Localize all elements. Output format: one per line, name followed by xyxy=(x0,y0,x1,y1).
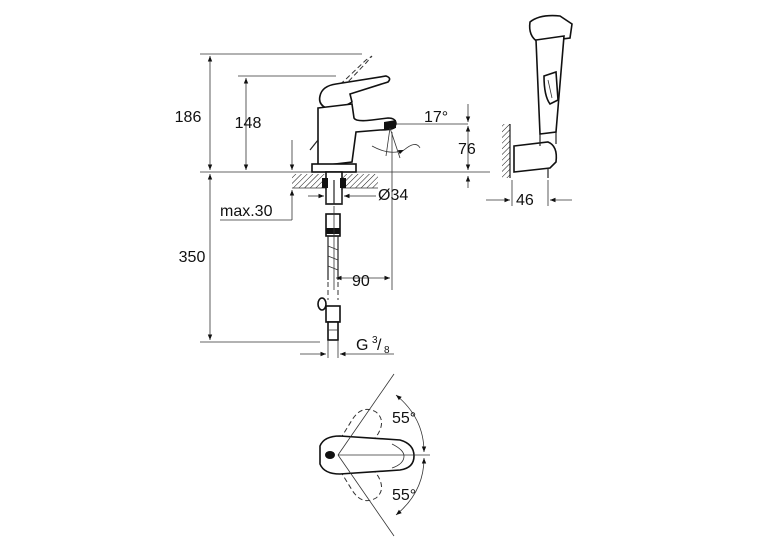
faucet-body xyxy=(317,103,397,167)
label-17-degrees: 17° xyxy=(424,109,448,126)
hose-braid xyxy=(327,245,339,271)
faucet-base xyxy=(311,163,357,173)
dim-height-spout: 148 xyxy=(235,75,336,170)
popup-rod xyxy=(309,139,319,151)
connection-nut xyxy=(327,321,339,341)
label-148: 148 xyxy=(235,115,262,132)
lever-pivot xyxy=(325,451,335,459)
angle-line-top xyxy=(337,373,395,456)
shower-head xyxy=(528,14,573,43)
dim-hose-length: 350 xyxy=(179,174,320,343)
hose-coupling-bottom xyxy=(325,305,341,323)
aerator xyxy=(384,120,396,130)
label-diameter-34: Ø34 xyxy=(378,187,408,204)
label-55-bottom: 55° xyxy=(392,487,416,504)
dim-max-thickness: max.30 xyxy=(220,140,295,221)
nut-left xyxy=(322,178,328,188)
label-g-num: 3 xyxy=(372,335,378,346)
label-46: 46 xyxy=(516,192,534,209)
lever-rotated-right-outline xyxy=(335,451,382,502)
dim-connection: G 3 / 8 xyxy=(300,335,394,358)
dim-angle-spout: 17° xyxy=(371,109,468,159)
angle-line-bottom xyxy=(337,454,395,537)
label-186: 186 xyxy=(175,109,202,126)
label-g-slash: / xyxy=(377,337,382,354)
lever-handle xyxy=(318,75,391,110)
hand-shower-side-view xyxy=(502,14,573,178)
wall-hatch xyxy=(502,124,510,178)
label-g-den: 8 xyxy=(384,345,390,356)
label-max-30: max.30 xyxy=(220,203,273,220)
faucet-top-view: 55° 55° xyxy=(319,373,430,537)
label-g: G xyxy=(356,337,368,354)
label-55-top: 55° xyxy=(392,410,416,427)
faucet-side-view xyxy=(200,55,490,341)
shower-holder xyxy=(513,141,558,173)
angle-arc-top xyxy=(395,394,427,453)
hose-ring xyxy=(326,228,340,234)
dim-height-total: 186 xyxy=(175,53,362,170)
shower-trigger xyxy=(543,70,559,106)
label-350: 350 xyxy=(179,249,206,266)
hose-tube xyxy=(327,236,339,280)
dim-shower-width: 46 xyxy=(486,180,572,209)
lever-rotated-left-outline xyxy=(335,408,382,459)
hose-break xyxy=(327,282,339,300)
lever-raised-outline xyxy=(321,55,373,107)
dim-reach: 90 xyxy=(333,132,393,290)
dim-hole-diameter: Ø34 xyxy=(308,187,408,204)
dim-height-outlet: 76 xyxy=(458,104,476,188)
nut-right xyxy=(340,178,346,188)
label-90: 90 xyxy=(352,273,370,290)
angle-arc-bottom xyxy=(395,457,427,516)
hose-tag xyxy=(317,297,327,311)
label-76: 76 xyxy=(458,141,476,158)
